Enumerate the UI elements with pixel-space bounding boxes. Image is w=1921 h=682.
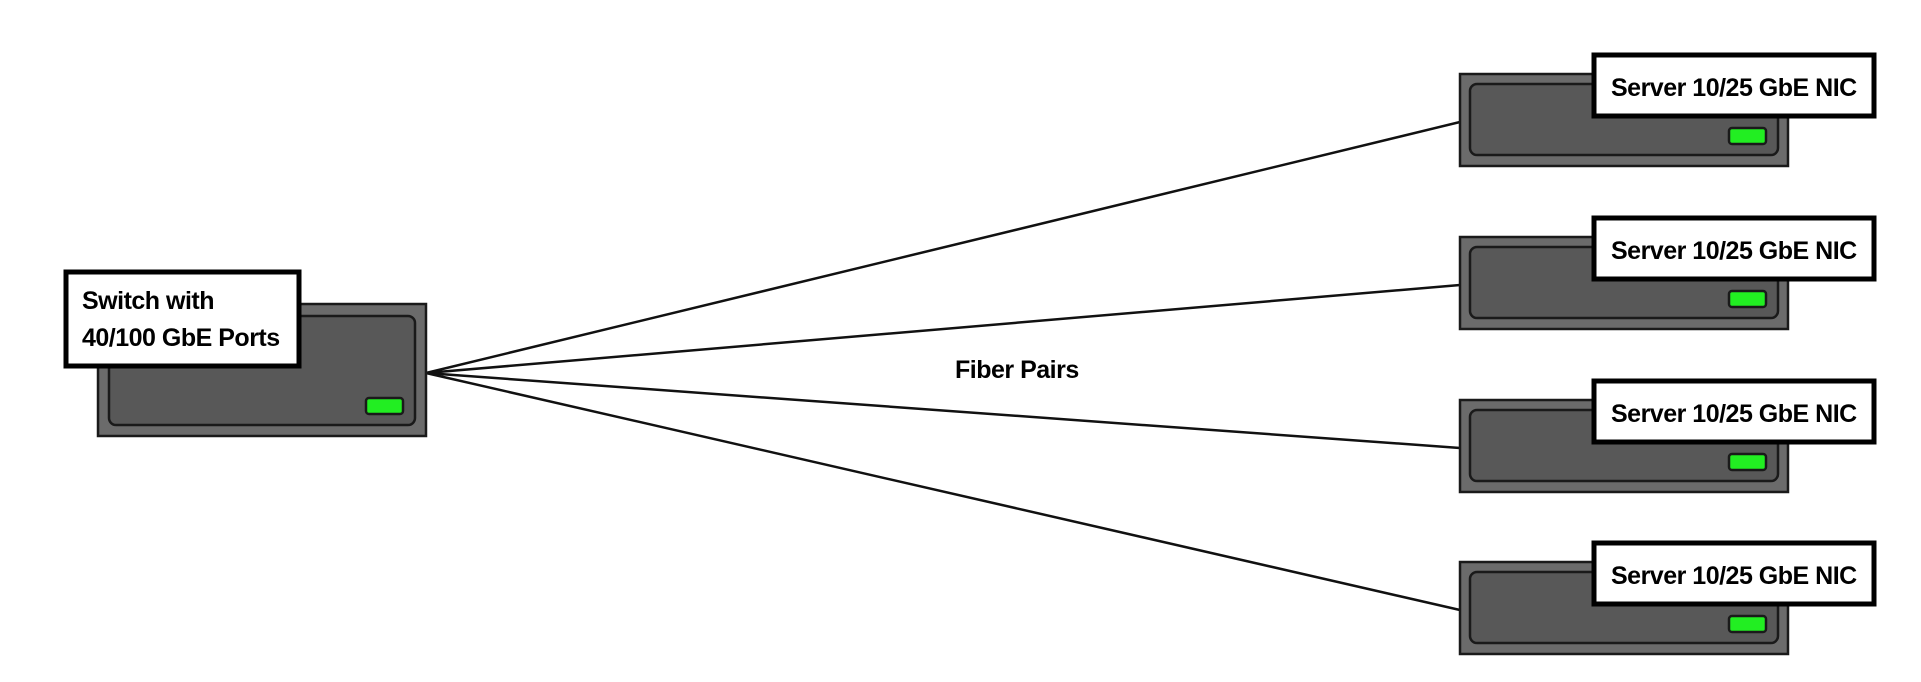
server-device-3: Server 10/25 GbE NIC xyxy=(1458,378,1877,494)
server-device-1: Server 10/25 GbE NIC xyxy=(1458,52,1877,168)
fiber-pairs-label: Fiber Pairs xyxy=(955,356,1079,384)
server-label-box xyxy=(1591,378,1877,445)
server-status-led xyxy=(1727,126,1768,146)
switch-status-led xyxy=(364,396,405,416)
server-label-box xyxy=(1591,215,1877,282)
server-device-2: Server 10/25 GbE NIC xyxy=(1458,215,1877,331)
fiber-link-3 xyxy=(425,371,1461,450)
server-label: Server 10/25 GbE NIC xyxy=(1611,400,1857,428)
server-status-led xyxy=(1727,614,1768,634)
fiber-links xyxy=(425,120,1461,612)
server-device-4: Server 10/25 GbE NIC xyxy=(1458,540,1877,656)
switch-label-box xyxy=(63,269,302,369)
server-label: Server 10/25 GbE NIC xyxy=(1611,237,1857,265)
server-label: Server 10/25 GbE NIC xyxy=(1611,562,1857,590)
server-label-box xyxy=(1591,52,1877,119)
fiber-link-2 xyxy=(425,283,1461,375)
switch-label-line-1: Switch with xyxy=(82,287,214,315)
switch-device: Switch with 40/100 GbE Ports xyxy=(63,269,428,438)
server-status-led xyxy=(1727,289,1768,309)
server-label: Server 10/25 GbE NIC xyxy=(1611,74,1857,102)
switch-label-line-2: 40/100 GbE Ports xyxy=(82,324,280,352)
fiber-link-4 xyxy=(425,371,1461,612)
fiber-link-1 xyxy=(425,120,1461,375)
server-status-led xyxy=(1727,452,1768,472)
server-label-box xyxy=(1591,540,1877,607)
